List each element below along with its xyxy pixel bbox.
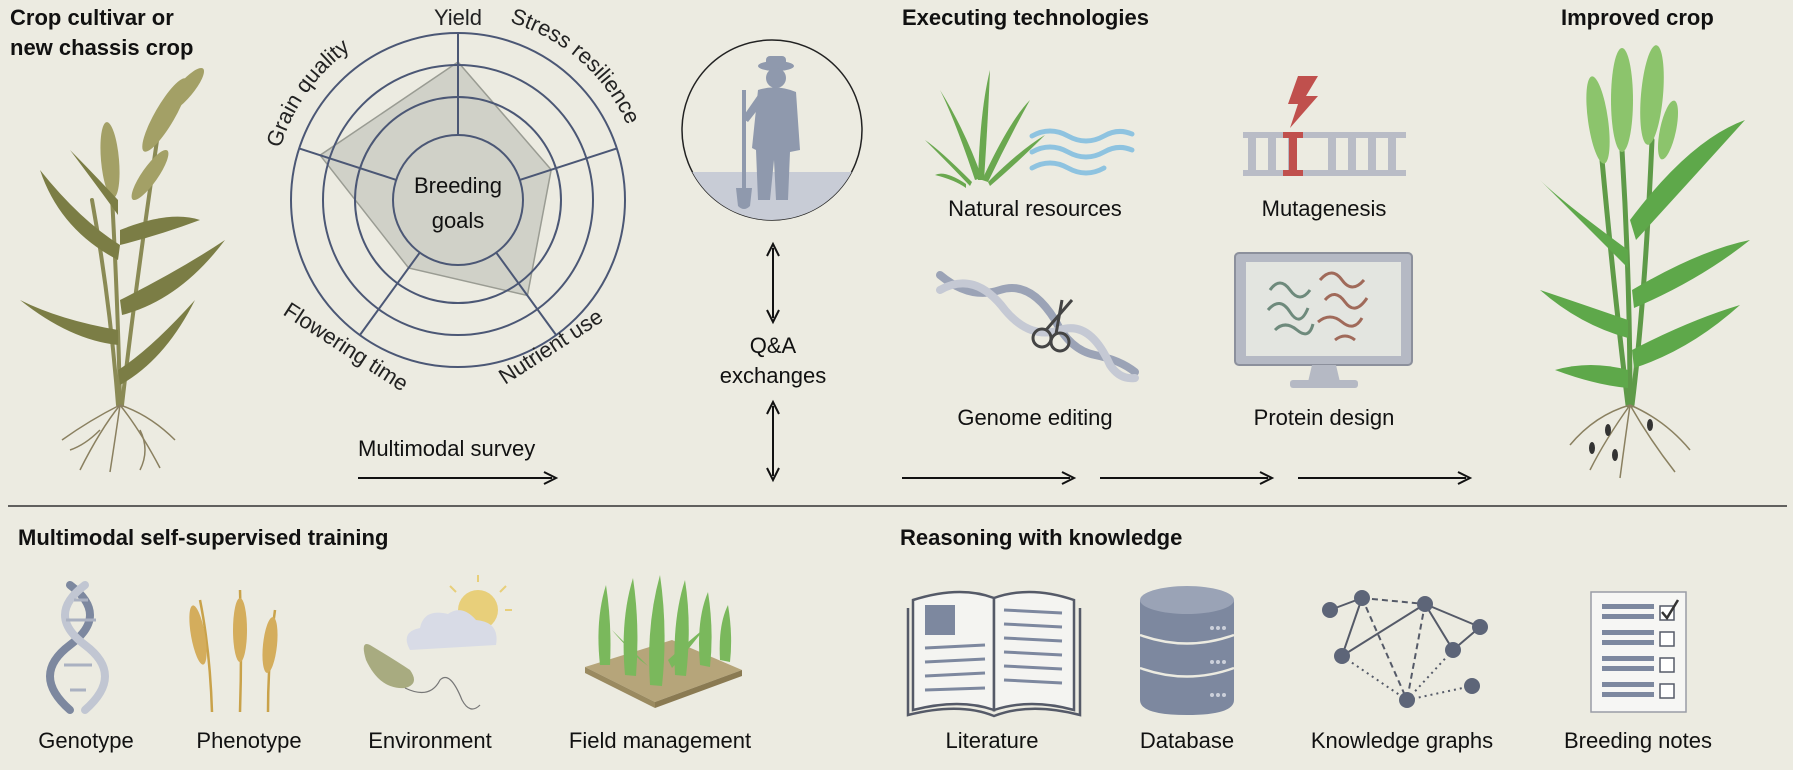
heading-reasoning-knowledge: Reasoning with knowledge — [900, 525, 1182, 550]
radar-spoke-4 — [298, 147, 397, 181]
multimodal-survey-arrow — [358, 471, 559, 485]
heading-crop-cultivar-line2: new chassis crop — [10, 35, 193, 60]
radar-spoke-2 — [495, 251, 557, 336]
genome-editing-icon — [936, 271, 1139, 383]
wheat-icon — [189, 589, 278, 713]
breeding-goals-label-line2: goals — [432, 208, 485, 233]
protein-design-label: Protein design — [1254, 405, 1395, 430]
mutagenesis-icon — [1243, 76, 1406, 176]
protein-design-monitor-icon — [1234, 252, 1413, 388]
database-label: Database — [1140, 728, 1234, 753]
environment-label: Environment — [368, 728, 492, 753]
qa-label-line2: exchanges — [720, 363, 826, 388]
checklist-notes-icon — [1590, 591, 1687, 713]
database-icon — [1139, 586, 1235, 715]
heading-multimodal-training: Multimodal self-supervised training — [18, 525, 388, 550]
knowledge-graph-icon — [1322, 590, 1488, 708]
knowledge-graphs-label: Knowledge graphs — [1311, 728, 1493, 753]
improved-crop-plant-icon — [1540, 45, 1750, 479]
radar-axis-flowering-time: Flowering time — [279, 297, 413, 396]
qa-label-line1: Q&A — [750, 333, 797, 358]
dna-icon — [46, 581, 109, 714]
genome-editing-label: Genome editing — [957, 405, 1112, 430]
mutagenesis-label: Mutagenesis — [1262, 196, 1387, 221]
radar-spoke-3 — [359, 251, 421, 336]
field-management-label: Field management — [569, 728, 751, 753]
breeding-goals-label-line1: Breeding — [414, 173, 502, 198]
multimodal-survey-label: Multimodal survey — [358, 436, 535, 461]
genotype-label: Genotype — [38, 728, 133, 753]
weather-soil-icon — [363, 575, 512, 710]
natural-resources-icon — [925, 70, 1135, 188]
technology-arrows — [902, 471, 1473, 485]
dry-crop-plant-icon — [20, 67, 225, 473]
radar-axis-stress-resilience: Stress resilience — [508, 3, 645, 127]
radar-spokes — [298, 33, 618, 336]
heading-crop-cultivar-line1: Crop cultivar or — [10, 5, 174, 30]
literature-label: Literature — [946, 728, 1039, 753]
radar-spoke-1 — [519, 147, 618, 181]
farmer-icon — [681, 39, 863, 221]
breeding-notes-label: Breeding notes — [1564, 728, 1712, 753]
field-plot-icon — [585, 575, 742, 708]
heading-executing-technologies: Executing technologies — [902, 5, 1149, 30]
phenotype-label: Phenotype — [196, 728, 301, 753]
natural-resources-label: Natural resources — [948, 196, 1122, 221]
radar-value-area — [319, 61, 553, 297]
breeding-goals-radar: Breeding goals Yield Stress resilience G… — [261, 3, 645, 396]
open-book-icon — [906, 590, 1082, 718]
qa-arrow-down — [766, 399, 780, 483]
qa-arrow-up — [766, 241, 780, 325]
radar-axis-nutrient-use: Nutrient use — [494, 304, 607, 390]
radar-axis-grain-quality: Grain quality — [261, 33, 353, 150]
heading-improved-crop: Improved crop — [1561, 5, 1714, 30]
radar-axis-yield: Yield — [434, 5, 482, 30]
